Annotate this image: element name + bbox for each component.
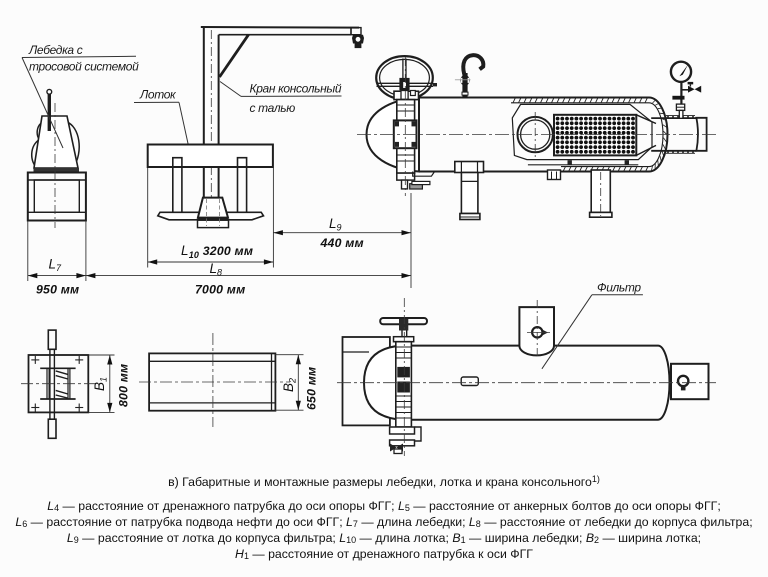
svg-text:с талью: с талью [250,101,296,115]
svg-text:7000 мм: 7000 мм [195,283,245,297]
svg-text:тросовой системой: тросовой системой [29,60,139,74]
svg-text:650 мм: 650 мм [305,367,319,410]
svg-text:950 мм: 950 мм [36,283,79,297]
svg-text:Кран консольный: Кран консольный [250,82,342,96]
svg-text:L7: L7 [49,257,63,274]
svg-text:B2: B2 [281,378,298,392]
svg-text:440 мм: 440 мм [320,236,364,250]
svg-text:L10 3200 мм: L10 3200 мм [181,243,253,260]
svg-text:Фильтр: Фильтр [597,281,641,295]
svg-text:Лоток: Лоток [139,88,177,102]
svg-text:800 мм: 800 мм [117,364,131,407]
svg-text:Лебедка с: Лебедка с [28,43,83,57]
svg-text:L9: L9 [329,216,342,233]
svg-text:L8: L8 [210,261,223,278]
svg-text:B1: B1 [92,377,109,391]
